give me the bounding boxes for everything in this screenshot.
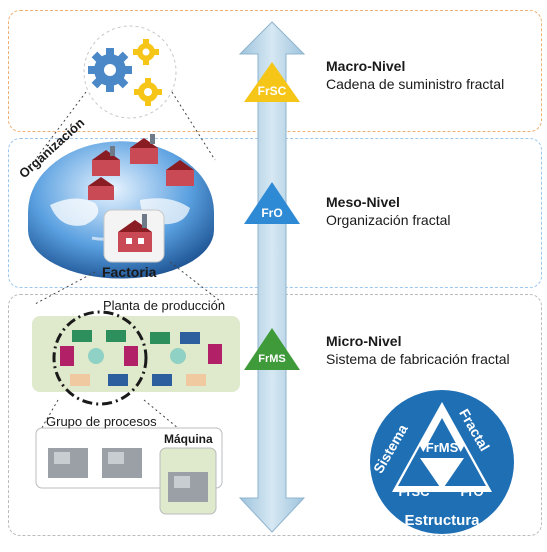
planta-label: Planta de producción bbox=[103, 298, 226, 313]
micro-title: Micro-Nivel bbox=[326, 333, 402, 349]
factoria-inset bbox=[103, 209, 165, 263]
maquina-label: Máquina bbox=[164, 432, 213, 446]
machine-icon bbox=[35, 427, 223, 515]
factoria-label: Factoria bbox=[102, 264, 157, 280]
grupo-label: Grupo de procesos bbox=[46, 414, 157, 429]
production-plant-icon bbox=[32, 310, 240, 406]
macro-title: Macro-Nivel bbox=[326, 58, 406, 74]
macro-badge-triangle bbox=[244, 62, 300, 102]
macro-subtitle: Cadena de suministro fractal bbox=[326, 76, 505, 92]
micro-badge-triangle bbox=[244, 328, 300, 370]
structure-center: FrMS bbox=[425, 440, 459, 455]
meso-badge: FrO bbox=[261, 206, 283, 220]
factory-icon bbox=[88, 134, 194, 200]
structure-right: FrO bbox=[460, 484, 484, 499]
micro-subtitle: Sistema de fabricación fractal bbox=[326, 351, 510, 367]
meso-badge-triangle bbox=[244, 182, 300, 224]
structure-bottom: Estructura bbox=[404, 512, 480, 529]
meso-title: Meso-Nivel bbox=[326, 194, 400, 210]
macro-badge: FrSC bbox=[257, 84, 287, 98]
micro-badge: FrMS bbox=[258, 353, 286, 365]
gears-icon bbox=[34, 25, 216, 161]
structure-left: FrSC bbox=[398, 484, 430, 499]
meso-subtitle: Organización fractal bbox=[326, 212, 451, 228]
structure-triangle bbox=[370, 390, 514, 534]
double-arrow-icon bbox=[238, 21, 306, 533]
